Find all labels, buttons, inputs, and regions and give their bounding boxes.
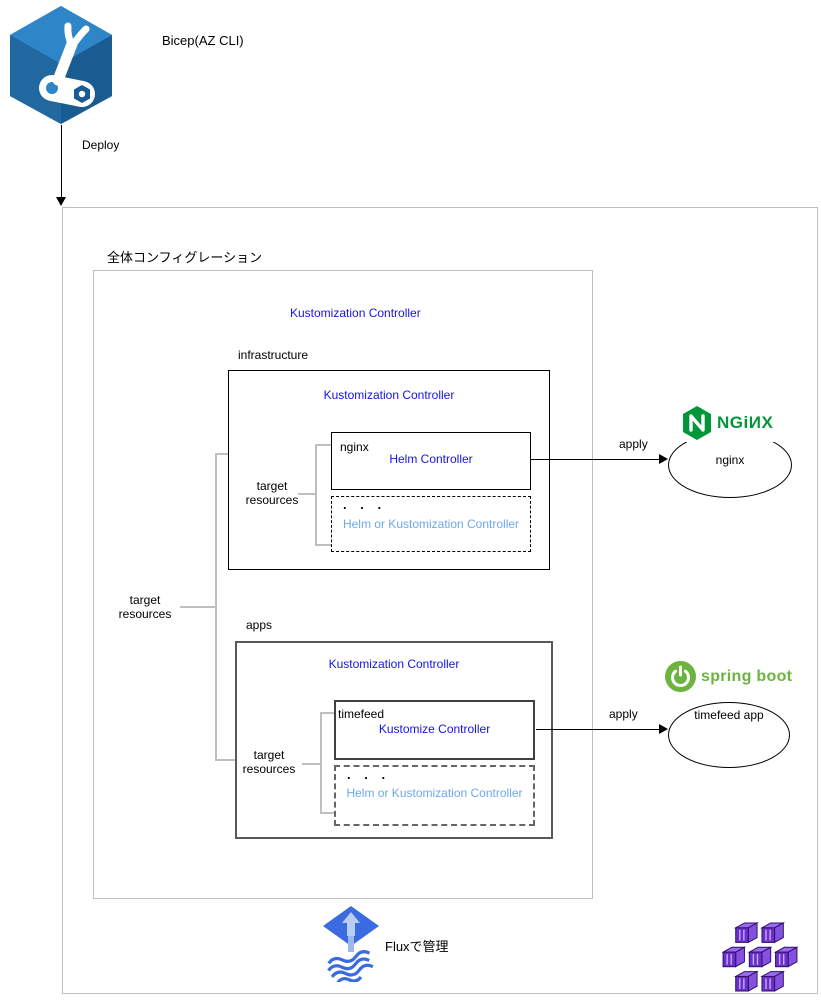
apps-other-controllers-label: Helm or Kustomization Controller xyxy=(346,786,523,800)
apps-apply-arrow-line xyxy=(536,729,661,730)
nginx-hexagon-icon xyxy=(683,406,711,440)
overall-configuration-box xyxy=(62,207,818,994)
infra-ellipsis-dots: . . . xyxy=(343,497,387,512)
nginx-wordmark: NGiИX xyxy=(717,413,774,432)
nginx-node-ellipse xyxy=(668,432,792,498)
apps-apply-label: apply xyxy=(609,707,638,721)
bicep-robot-arm-icon xyxy=(6,4,116,126)
deploy-arrow-line xyxy=(61,125,62,198)
timefeed-node-ellipse xyxy=(668,702,790,768)
infra-bracket-bottom xyxy=(315,544,331,546)
bicep-title: Bicep(AZ CLI) xyxy=(162,33,244,48)
containers-icon xyxy=(722,922,798,992)
deploy-arrowhead xyxy=(56,197,66,206)
infra-bracket-stub xyxy=(298,493,317,495)
apps-box xyxy=(235,641,553,839)
spring-boot-wordmark: spring boot xyxy=(701,667,793,685)
timefeed-node-label: timefeed app xyxy=(694,708,764,722)
apps-bracket-top xyxy=(320,712,334,714)
timefeed-item-name: timefeed xyxy=(338,707,385,721)
infra-apply-label: apply xyxy=(619,437,648,451)
spring-boot-circle-icon xyxy=(665,661,696,692)
apps-other-controllers-box xyxy=(334,765,535,826)
root-bracket-top xyxy=(215,453,229,455)
root-bracket-bottom xyxy=(215,759,236,761)
infra-bracket-top xyxy=(315,444,331,446)
infrastructure-box xyxy=(228,370,550,570)
apps-bracket-bottom xyxy=(320,812,334,814)
root-bracket-vertical xyxy=(215,453,217,761)
flux-caption: Fluxで管理 xyxy=(385,939,449,954)
root-target-resources-label: target resources xyxy=(118,593,172,621)
nginx-logo-icon: NGiИX xyxy=(679,404,776,442)
kustomize-controller-label: Kustomize Controller xyxy=(378,722,491,736)
helm-controller-label: Helm Controller xyxy=(389,452,473,466)
apps-target-resources-label: target resources xyxy=(242,748,296,776)
apps-bracket-vertical xyxy=(320,712,322,814)
infra-other-controllers-box xyxy=(331,496,531,552)
infrastructure-section-label: infrastructure xyxy=(238,348,309,362)
nginx-node-label: nginx xyxy=(715,453,745,467)
infra-apply-arrowhead xyxy=(659,454,668,464)
infra-bracket-vertical xyxy=(315,444,317,546)
infra-apply-arrow-line xyxy=(531,459,661,460)
apps-apply-arrowhead xyxy=(659,724,668,734)
nginx-helm-controller-box xyxy=(331,432,531,490)
apps-controller-label: Kustomization Controller xyxy=(328,657,460,671)
apps-ellipsis-dots: . . . xyxy=(347,767,391,782)
infrastructure-target-resources-label: target resources xyxy=(245,479,299,507)
overall-configuration-title: 全体コンフィグレーション xyxy=(107,250,263,265)
infra-other-controllers-label: Helm or Kustomization Controller xyxy=(342,517,520,531)
spring-boot-logo-icon: spring boot xyxy=(662,659,795,694)
root-kustomization-box xyxy=(93,270,593,899)
root-bracket-stub xyxy=(180,606,216,608)
deploy-label: Deploy xyxy=(82,138,120,152)
apps-bracket-stub xyxy=(302,763,322,765)
flux-icon xyxy=(320,904,382,984)
infrastructure-controller-label: Kustomization Controller xyxy=(323,388,455,402)
timefeed-kustomize-controller-box xyxy=(334,700,535,760)
nginx-item-name: nginx xyxy=(340,440,369,454)
apps-section-label: apps xyxy=(246,618,273,632)
root-controller-label: Kustomization Controller xyxy=(290,306,421,320)
